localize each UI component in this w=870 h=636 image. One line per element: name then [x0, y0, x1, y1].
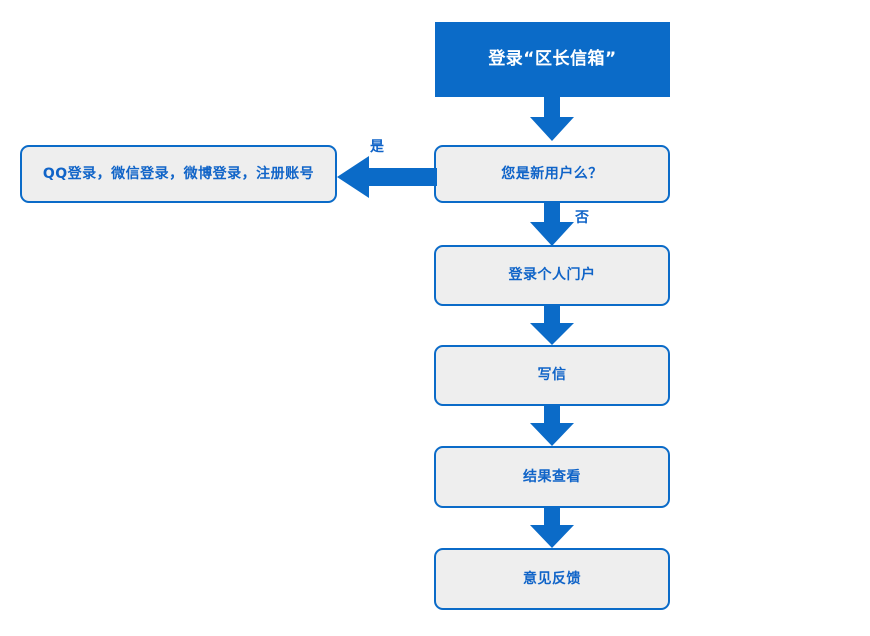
- arrow-step-3-to-step-4: [530, 508, 574, 548]
- node-step-write-letter[interactable]: 写信: [434, 345, 670, 406]
- node-step-feedback[interactable]: 意见反馈: [434, 548, 670, 610]
- branch-label-no: 否: [575, 210, 589, 226]
- arrow-decision-to-registration: [337, 156, 437, 198]
- node-step-4-label: 意见反馈: [523, 570, 581, 587]
- node-step-view-result[interactable]: 结果查看: [434, 446, 670, 508]
- node-step-3-label: 结果查看: [523, 468, 581, 485]
- node-start-login-mailbox[interactable]: 登录“区长信箱”: [435, 22, 670, 97]
- node-decision-new-user[interactable]: 您是新用户么？: [434, 145, 670, 203]
- node-registration-options[interactable]: QQ登录，微信登录，微博登录，注册账号: [20, 145, 337, 203]
- arrow-decision-to-step-1: [530, 203, 574, 246]
- branch-label-yes: 是: [370, 139, 384, 155]
- node-step-1-label: 登录个人门户: [508, 267, 596, 284]
- node-step-2-label: 写信: [537, 367, 567, 384]
- node-registration-label: QQ登录，微信登录，微博登录，注册账号: [42, 165, 315, 182]
- node-step-personal-portal[interactable]: 登录个人门户: [434, 245, 670, 306]
- arrow-start-to-decision: [530, 97, 574, 141]
- node-start-label: 登录“区长信箱”: [488, 49, 617, 70]
- arrow-step-2-to-step-3: [530, 406, 574, 446]
- arrow-step-1-to-step-2: [530, 306, 574, 345]
- node-decision-label: 您是新用户么？: [501, 165, 603, 182]
